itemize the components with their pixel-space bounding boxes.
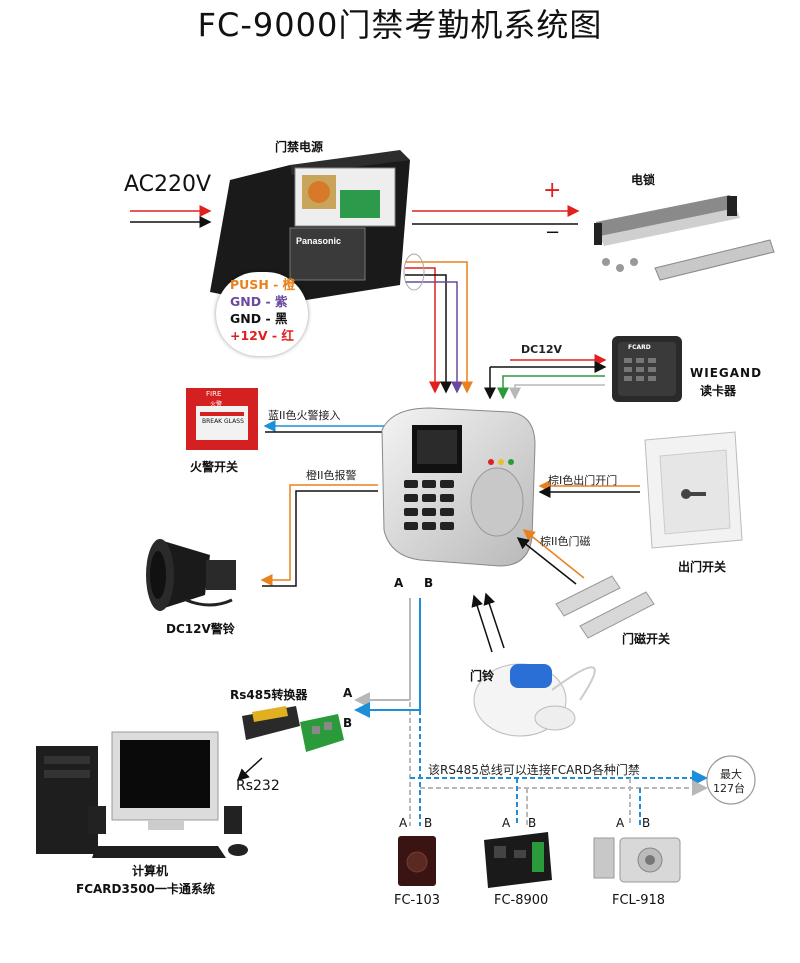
bus-b-label: B xyxy=(424,576,434,590)
fc8900-label: FC-8900 xyxy=(494,893,549,908)
fcl918-label: FCL-918 xyxy=(612,893,666,908)
reader-label-cn: 读卡器 xyxy=(700,384,737,398)
wire-gnd-black xyxy=(405,274,452,394)
fc8900-a-label: A xyxy=(502,816,511,830)
fc8900-b-label: B xyxy=(528,816,537,830)
alarm-label: DC12V警铃 xyxy=(166,622,235,636)
door-sensor-label: 门磁开关 xyxy=(622,632,671,646)
alarm-wire-label: 橙II色报警 xyxy=(306,469,357,482)
reader-label-en: WIEGAND xyxy=(690,366,763,380)
computer-label-2: FCARD3500一卡通系统 xyxy=(76,882,215,896)
reader-brand: FCARD xyxy=(628,344,651,351)
fcl918-lock-icon xyxy=(593,837,681,883)
doorbell-icon xyxy=(473,663,596,737)
door-sensor-icon xyxy=(555,575,655,639)
siren-icon xyxy=(146,539,236,611)
max-devices-badge xyxy=(706,755,756,805)
fcl918-a-label: A xyxy=(616,816,625,830)
fc103-label: FC-103 xyxy=(394,893,441,908)
svg-text:Panasonic: Panasonic xyxy=(296,236,341,246)
legend-gnd-black: GND - 黑 xyxy=(230,311,288,326)
fc103-device-icon xyxy=(398,836,436,886)
door-sensor-wire-label: 棕II色门磁 xyxy=(540,535,591,548)
wire-gnd-purple xyxy=(405,281,463,394)
ac-input-label: AC220V xyxy=(124,172,212,197)
legend-12v: +12V - 红 xyxy=(230,328,294,343)
lock-plus-sign: + xyxy=(543,178,562,203)
fire-switch-top-text: FIRE xyxy=(206,390,222,398)
fire-switch-label: 火警开关 xyxy=(190,460,239,474)
fire-alarm-switch-icon xyxy=(186,388,258,450)
fc103-a-label: A xyxy=(399,816,408,830)
power-supply-icon: Panasonic xyxy=(210,150,410,305)
exit-wire-label: 棕I色出门开门 xyxy=(548,474,618,487)
lock-minus-sign: − xyxy=(545,222,561,243)
rs232-label: Rs232 xyxy=(236,778,280,794)
wire-color-legend: PUSH - 橙 GND - 紫 GND - 黑 +12V - 红 xyxy=(216,272,308,356)
converter-b-label: B xyxy=(343,716,353,730)
fire-switch-glass-text: BREAK GLASS xyxy=(202,418,244,425)
fire-switch-sub-text: 火警 xyxy=(210,401,223,408)
wire-12v xyxy=(405,267,441,394)
converter-a-label: A xyxy=(343,686,353,700)
fc9000-controller-icon xyxy=(381,407,536,567)
max-label-1: 最大 xyxy=(720,768,742,781)
wire-push xyxy=(405,261,473,394)
computer-icon xyxy=(36,731,248,858)
lock-label: 电锁 xyxy=(631,173,656,187)
legend-gnd-purple: GND - 紫 xyxy=(230,294,288,309)
doorbell-label: 门铃 xyxy=(470,669,495,683)
max-label-2: 127台 xyxy=(713,782,745,795)
exit-button-icon xyxy=(644,431,743,549)
fcl918-b-label: B xyxy=(642,816,651,830)
page-title: FC-9000门禁考勤机系统图 xyxy=(197,6,603,44)
fc103-b-label: B xyxy=(424,816,433,830)
wiegand-reader-icon xyxy=(612,336,682,402)
fire-wire-label: 蓝II色火警接入 xyxy=(268,409,341,422)
converter-label: Rs485转换器 xyxy=(230,688,308,702)
fc8900-board-icon xyxy=(484,832,552,888)
bus-a-label: A xyxy=(394,576,404,590)
reader-dc-label: DC12V xyxy=(521,343,563,356)
power-supply-label: 门禁电源 xyxy=(275,140,324,154)
computer-label-1: 计算机 xyxy=(132,864,169,878)
magnetic-lock-icon xyxy=(594,195,775,281)
bus-note: 该RS485总线可以连接FCARD各种门禁 xyxy=(428,763,640,777)
rs485-converter-icon xyxy=(242,706,344,752)
exit-button-label: 出门开关 xyxy=(678,560,727,574)
alarm-wire-orange xyxy=(260,484,378,586)
legend-push: PUSH - 橙 xyxy=(230,277,296,292)
